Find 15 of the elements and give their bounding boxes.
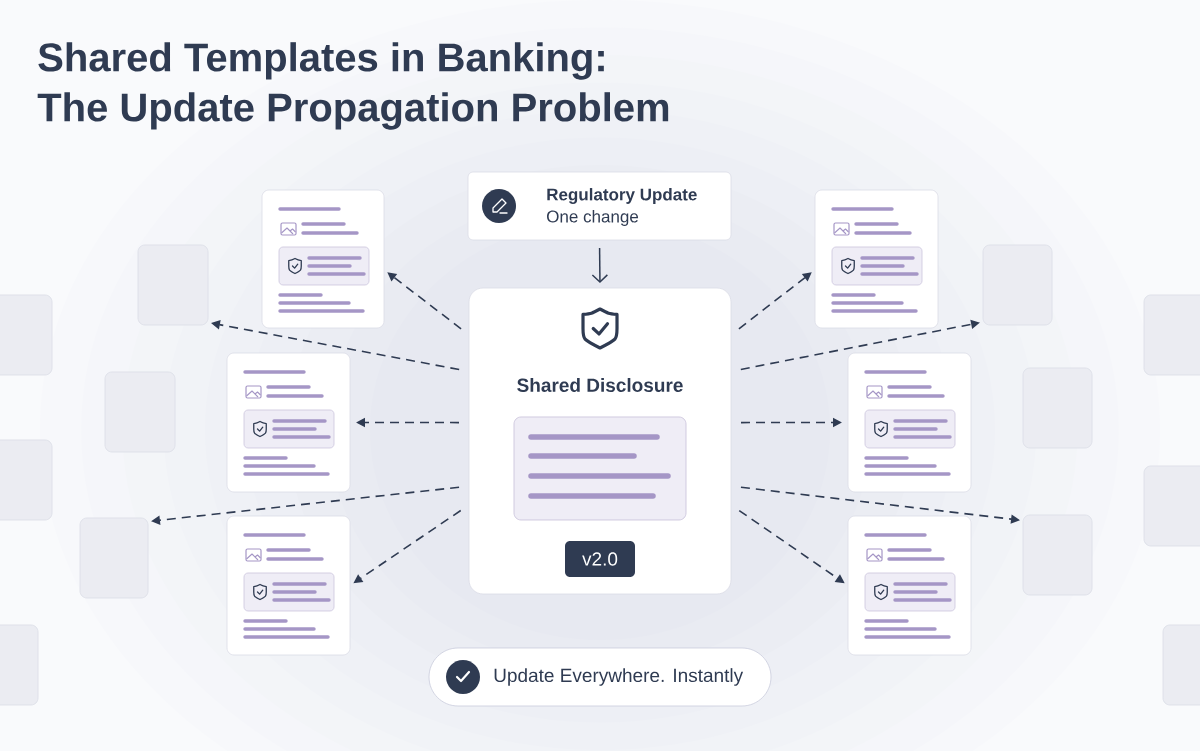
dashed-arrow [211,320,460,371]
faded-card [1143,294,1200,376]
dashed-arrow [151,486,460,525]
version-badge: v2.0 [565,541,635,577]
status-pill: Update Everywhere. Instantly [428,647,772,707]
faded-card [1162,624,1200,706]
dashed-arrow [738,272,812,330]
title: Shared Templates in Banking: The Update Propagation Problem [37,42,669,130]
dashed-arrow [387,272,462,330]
dashed-arrow [740,486,1020,524]
update-card: Regulatory Update One change [467,171,732,241]
arrow [591,247,609,283]
faded-card [0,294,53,376]
faded-card [1143,465,1200,547]
dashed-arrow [740,319,980,371]
